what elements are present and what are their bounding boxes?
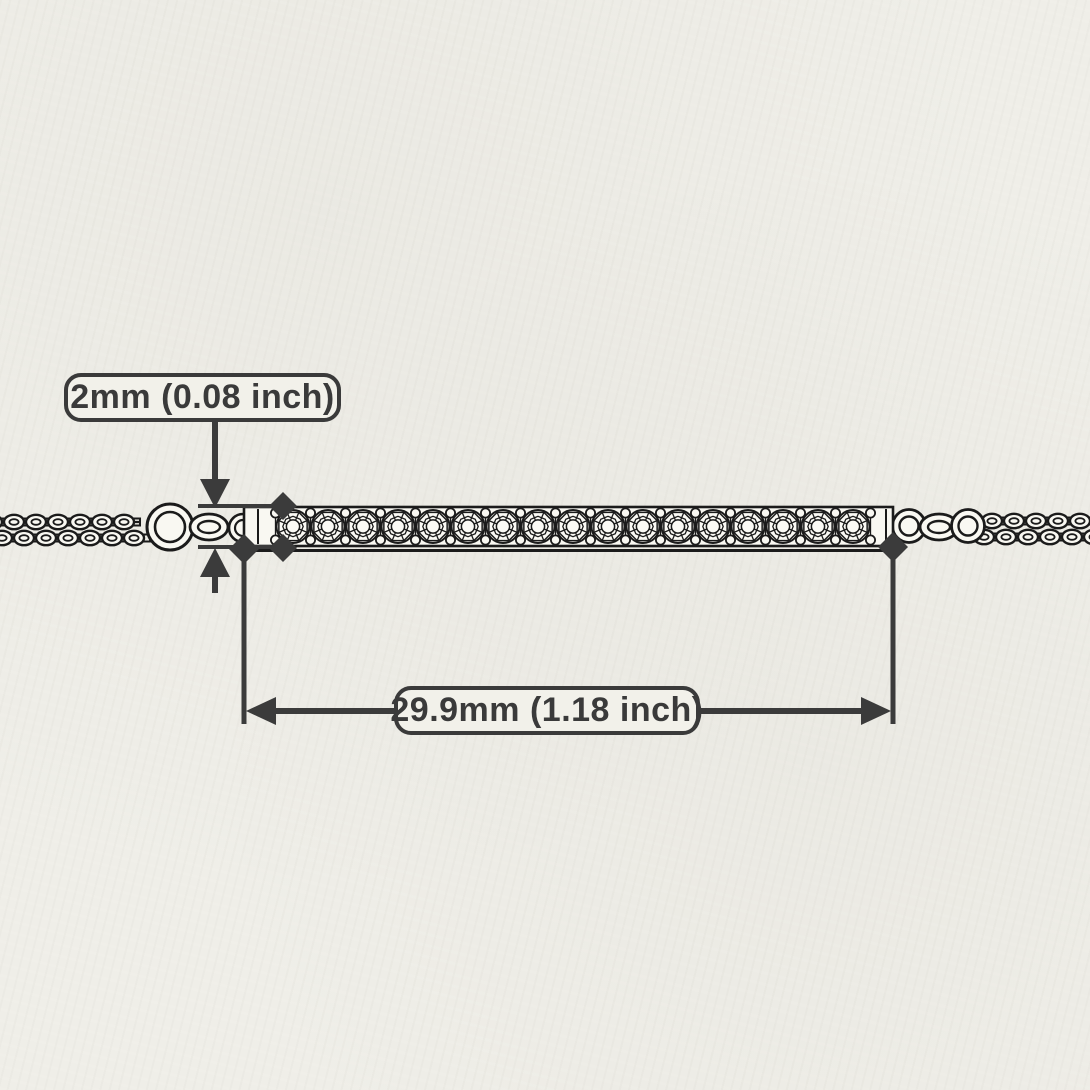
thickness-dimension-label: 2mm (0.08 inch) xyxy=(64,373,341,422)
thickness-dimension-text: 2mm (0.08 inch) xyxy=(70,378,335,416)
length-dimension-lines xyxy=(229,532,908,725)
diamond-bar xyxy=(242,505,895,552)
length-dimension-text: 29.9mm (1.18 inch) xyxy=(390,691,704,729)
length-dimension-label: 29.9mm (1.18 inch) xyxy=(390,686,703,735)
chain-right xyxy=(891,508,1090,546)
thickness-dimension-lines xyxy=(198,420,297,593)
chain-left xyxy=(0,502,259,552)
